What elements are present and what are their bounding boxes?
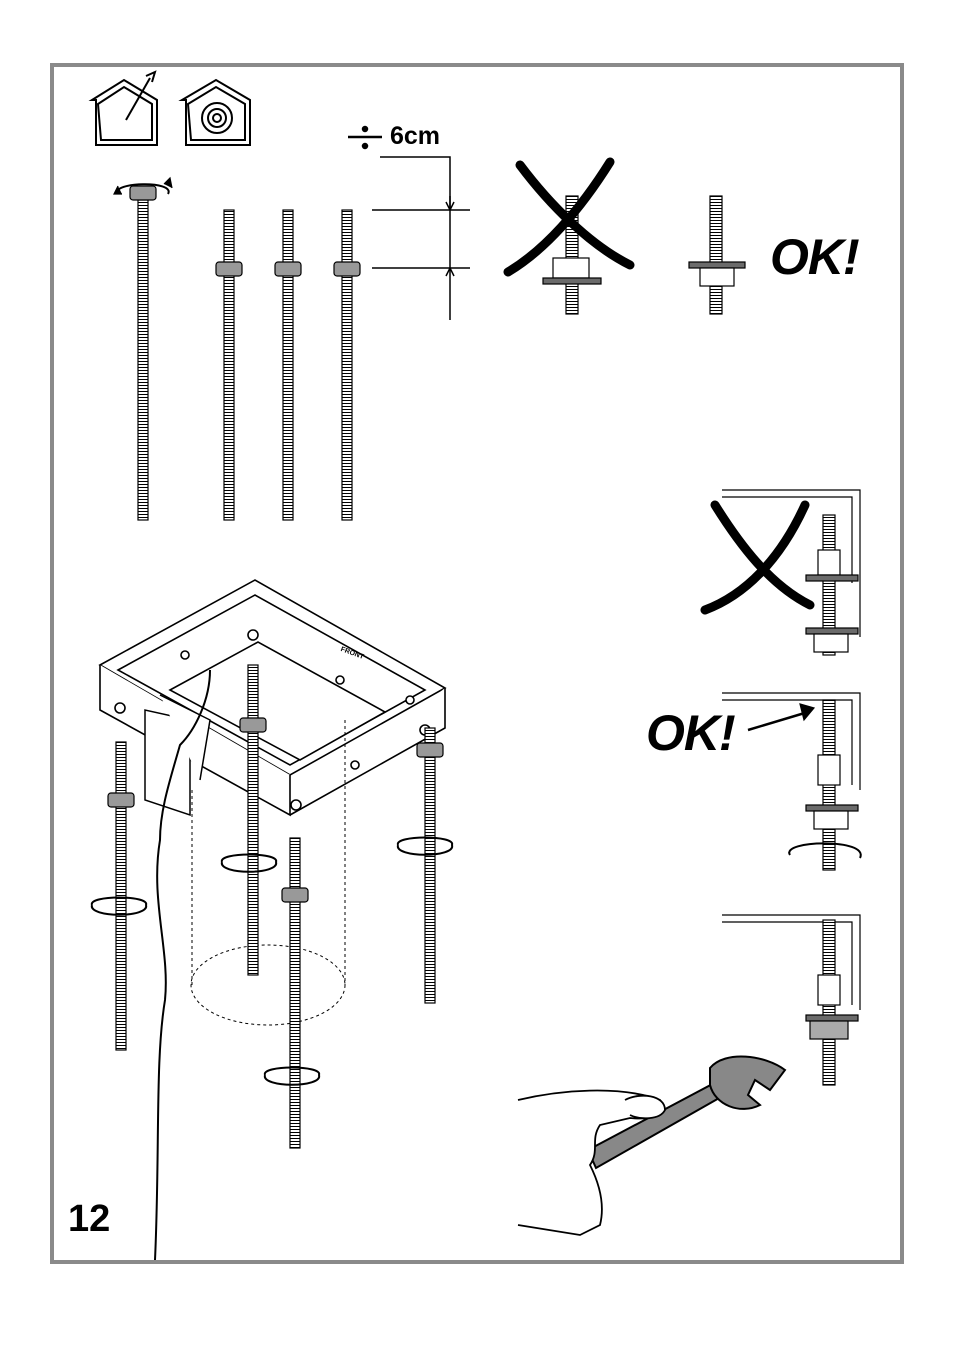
ok-label-mid: OK! <box>646 704 735 762</box>
distance-marker <box>348 127 470 321</box>
threaded-rod <box>138 200 148 520</box>
nut <box>334 262 360 276</box>
hand-icon <box>518 1091 665 1235</box>
threaded-rods-group <box>114 178 360 520</box>
distance-label: 6cm <box>390 122 440 151</box>
step-number: 12 <box>68 1198 110 1241</box>
ducted-mode-icon <box>92 72 157 145</box>
nut <box>216 262 242 276</box>
threaded-rod <box>342 210 352 520</box>
wrong-washer-detail <box>508 162 630 314</box>
ok-label-top: OK! <box>770 228 859 286</box>
wrong-mounting-detail <box>705 490 860 655</box>
nut <box>275 262 301 276</box>
correct-washer-detail <box>689 196 745 314</box>
threaded-rod <box>283 210 293 520</box>
recirculation-mode-icon <box>182 80 250 145</box>
correct-mounting-detail <box>722 693 861 870</box>
threaded-rod <box>224 210 234 520</box>
nut <box>130 186 156 200</box>
